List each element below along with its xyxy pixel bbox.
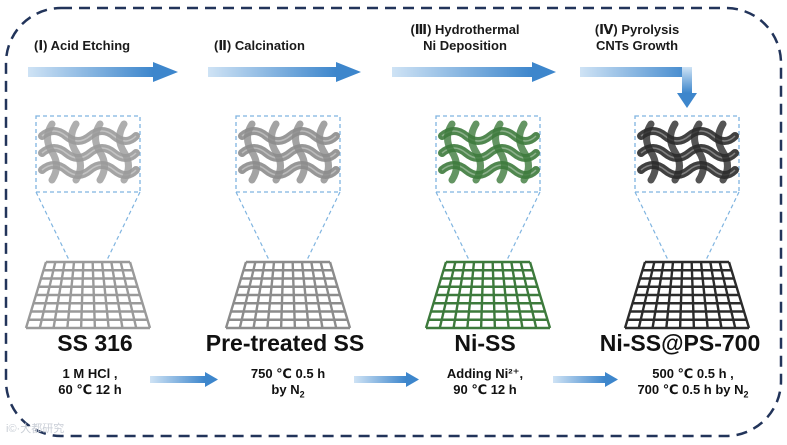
zoom-connector-left: [634, 191, 670, 263]
sample-name-pretreated-ss: Pre-treated SS: [205, 330, 365, 356]
zoomed-weave-texture: [637, 120, 739, 184]
conditions-hydrothermal-line1: Adding Ni²⁺,: [446, 366, 524, 381]
conditions-pyrolysis: 500 ℃ 0.5 h , 700 ℃ 0.5 h by N2: [618, 366, 768, 403]
process-arrow-2: [208, 62, 361, 82]
step-label-hydrothermal-line2: Ni Deposition: [423, 38, 507, 53]
n2-subscript: 2: [743, 389, 749, 400]
conditions-acid-etching: 1 M HCl , 60 ℃ 12 h: [35, 366, 145, 398]
zoomed-weave-texture: [238, 120, 340, 184]
process-arrow-4-bent: [580, 67, 697, 108]
conditions-pyrolysis-line2-text: 700 ℃ 0.5 h by N: [637, 382, 744, 397]
conditions-pyrolysis-line1: 500 ℃ 0.5 h ,: [652, 366, 734, 381]
step-label-hydrothermal-line1: (Ⅲ) Hydrothermal: [410, 22, 520, 37]
zoomed-weave-texture: [38, 120, 140, 184]
step-label-calcination: (Ⅱ) Calcination: [214, 38, 305, 53]
conditions-calcination: 750 ℃ 0.5 h by N2: [228, 366, 348, 403]
zoom-box: [235, 115, 341, 193]
zoom-box: [435, 115, 541, 193]
step-label-acid-etching: (Ⅰ) Acid Etching: [34, 38, 131, 53]
sample-panel-2: [224, 115, 352, 330]
zoom-connector-left: [35, 191, 71, 263]
zoom-connector-right: [505, 191, 541, 263]
process-arrow-3: [392, 62, 556, 82]
conditions-calcination-line1: 750 ℃ 0.5 h: [250, 366, 326, 381]
zoom-connector-right: [704, 191, 740, 263]
step-label-pyrolysis: (Ⅳ) Pyrolysis CNTs Growth: [577, 22, 697, 53]
zoom-connector-right: [105, 191, 141, 263]
condition-arrow-1: [150, 372, 218, 387]
sample-panel-3: [424, 115, 552, 330]
conditions-calcination-line2-text: by N: [271, 382, 300, 397]
wire-mesh-sample: [224, 260, 352, 330]
zoom-connector-left: [435, 191, 471, 263]
zoom-connector-right: [305, 191, 341, 263]
conditions-hydrothermal: Adding Ni²⁺, 90 ℃ 12 h: [425, 366, 545, 398]
watermark: i©·大都研究: [6, 423, 65, 435]
conditions-hydrothermal-line2: 90 ℃ 12 h: [453, 382, 517, 397]
condition-arrow-2: [354, 372, 419, 387]
sample-panel-4: [623, 115, 751, 330]
step-label-hydrothermal: (Ⅲ) Hydrothermal Ni Deposition: [395, 22, 535, 53]
conditions-acid-etching-line1: 1 M HCl ,: [62, 366, 118, 381]
step-label-pyrolysis-line2: CNTs Growth: [595, 38, 679, 53]
wire-mesh-sample: [424, 260, 552, 330]
zoom-box: [634, 115, 740, 193]
process-arrow-1: [28, 62, 178, 82]
conditions-acid-etching-line2: 60 ℃ 12 h: [58, 382, 122, 397]
dashed-frame: [4, 6, 783, 438]
sample-name-ni-ss: Ni-SS: [454, 330, 516, 356]
zoomed-weave-texture: [438, 120, 540, 184]
step-label-pyrolysis-line1: (Ⅳ) Pyrolysis: [594, 22, 680, 37]
zoom-connector-left: [235, 191, 271, 263]
n2-subscript: 2: [299, 389, 305, 400]
wire-mesh-sample: [24, 260, 152, 330]
sample-name-ni-ss-ps-700: Ni-SS@PS-700: [599, 330, 761, 356]
conditions-pyrolysis-line2: 700 ℃ 0.5 h by N2: [618, 382, 768, 403]
wire-mesh-sample: [623, 260, 751, 330]
zoom-box: [35, 115, 141, 193]
conditions-calcination-line2: by N2: [228, 382, 348, 403]
sample-name-ss316: SS 316: [57, 330, 133, 356]
sample-panel-1: [24, 115, 152, 330]
condition-arrow-3: [553, 372, 618, 387]
